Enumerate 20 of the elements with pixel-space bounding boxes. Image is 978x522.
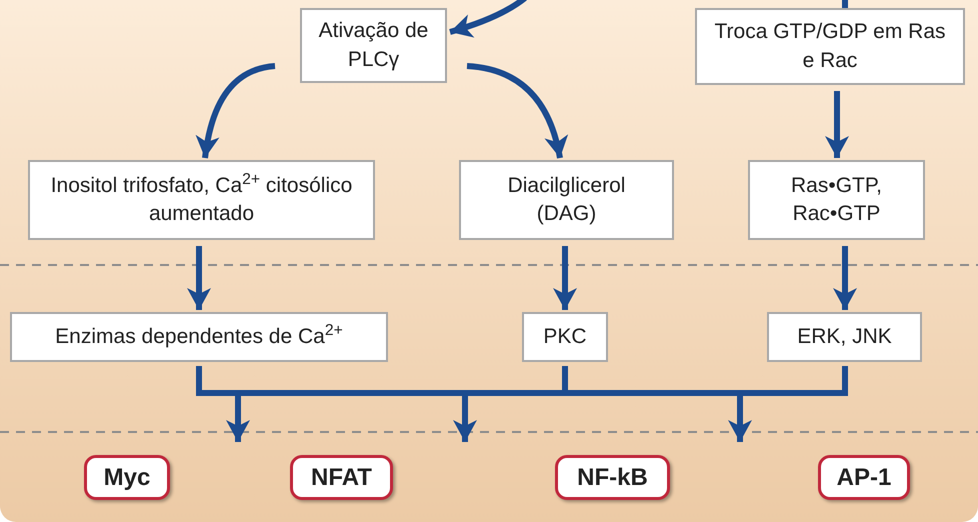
transcription-factor-box: AP-1 (818, 455, 910, 500)
arrow (187, 246, 211, 310)
process-box: ERK, JNK (767, 312, 922, 362)
arrow (466, 63, 568, 159)
process-box: Ras•GTP, Rac•GTP (748, 160, 925, 240)
process-box: Troca GTP/GDP em Ras e Rac (695, 8, 965, 85)
process-box: Inositol trifosfato, Ca$^{2+}$ citosólico aumentado (28, 160, 375, 240)
process-box: Ativação de PLCγ (300, 8, 447, 83)
arrow (825, 91, 849, 158)
process-box: Diacilglicerol (DAG) (459, 160, 674, 240)
process-box: PKC (522, 312, 608, 362)
process-box: Enzimas dependentes de Ca$^{2+}$ (10, 312, 388, 362)
arrow (553, 246, 577, 310)
arrow (833, 246, 857, 310)
transcription-factor-box: NFAT (290, 455, 393, 500)
transcription-factor-box: Myc (84, 455, 170, 500)
arrow (449, 0, 527, 38)
arrow (196, 63, 276, 158)
transcription-factor-box: NF-kB (555, 455, 670, 500)
arrow (226, 366, 568, 442)
